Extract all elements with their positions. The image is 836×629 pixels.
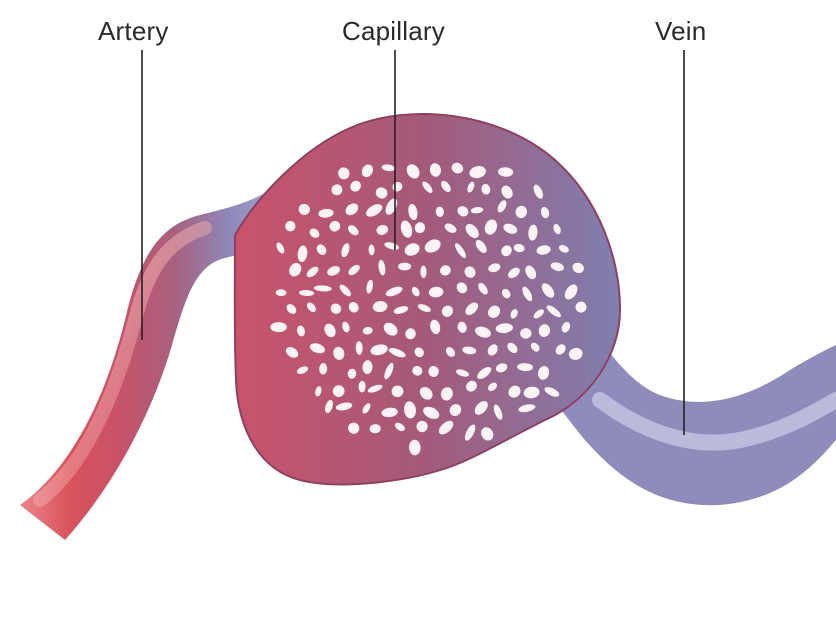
artery-label: Artery: [98, 16, 169, 47]
capillary-label: Capillary: [342, 16, 445, 47]
capillary-bed: [235, 114, 620, 484]
vein-label: Vein: [655, 16, 706, 47]
capillary-hole: [398, 263, 411, 271]
